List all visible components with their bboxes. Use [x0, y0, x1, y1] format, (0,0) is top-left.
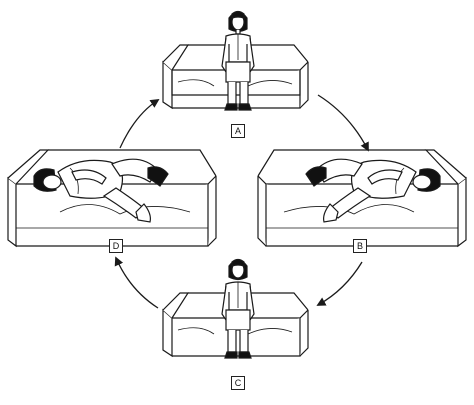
person-lying-b	[305, 158, 441, 223]
step-d-illustration	[7, 149, 217, 248]
step-a-illustration	[162, 10, 309, 111]
step-b-illustration	[257, 149, 467, 248]
arrow-a-to-b	[317, 94, 369, 152]
person-sitting-c	[221, 258, 255, 359]
label-c: C	[231, 376, 245, 390]
step-c-illustration	[162, 258, 309, 359]
bed-b	[257, 149, 467, 248]
arrow-d-to-a	[119, 99, 160, 149]
person-lying-d	[33, 158, 169, 223]
label-d: D	[109, 239, 123, 253]
person-sitting-a	[221, 10, 255, 111]
cycle-arrows	[114, 94, 369, 309]
arrow-c-to-d	[114, 256, 159, 309]
arrow-b-to-c	[316, 261, 363, 306]
label-b: B	[353, 239, 367, 253]
label-a: A	[231, 124, 245, 138]
